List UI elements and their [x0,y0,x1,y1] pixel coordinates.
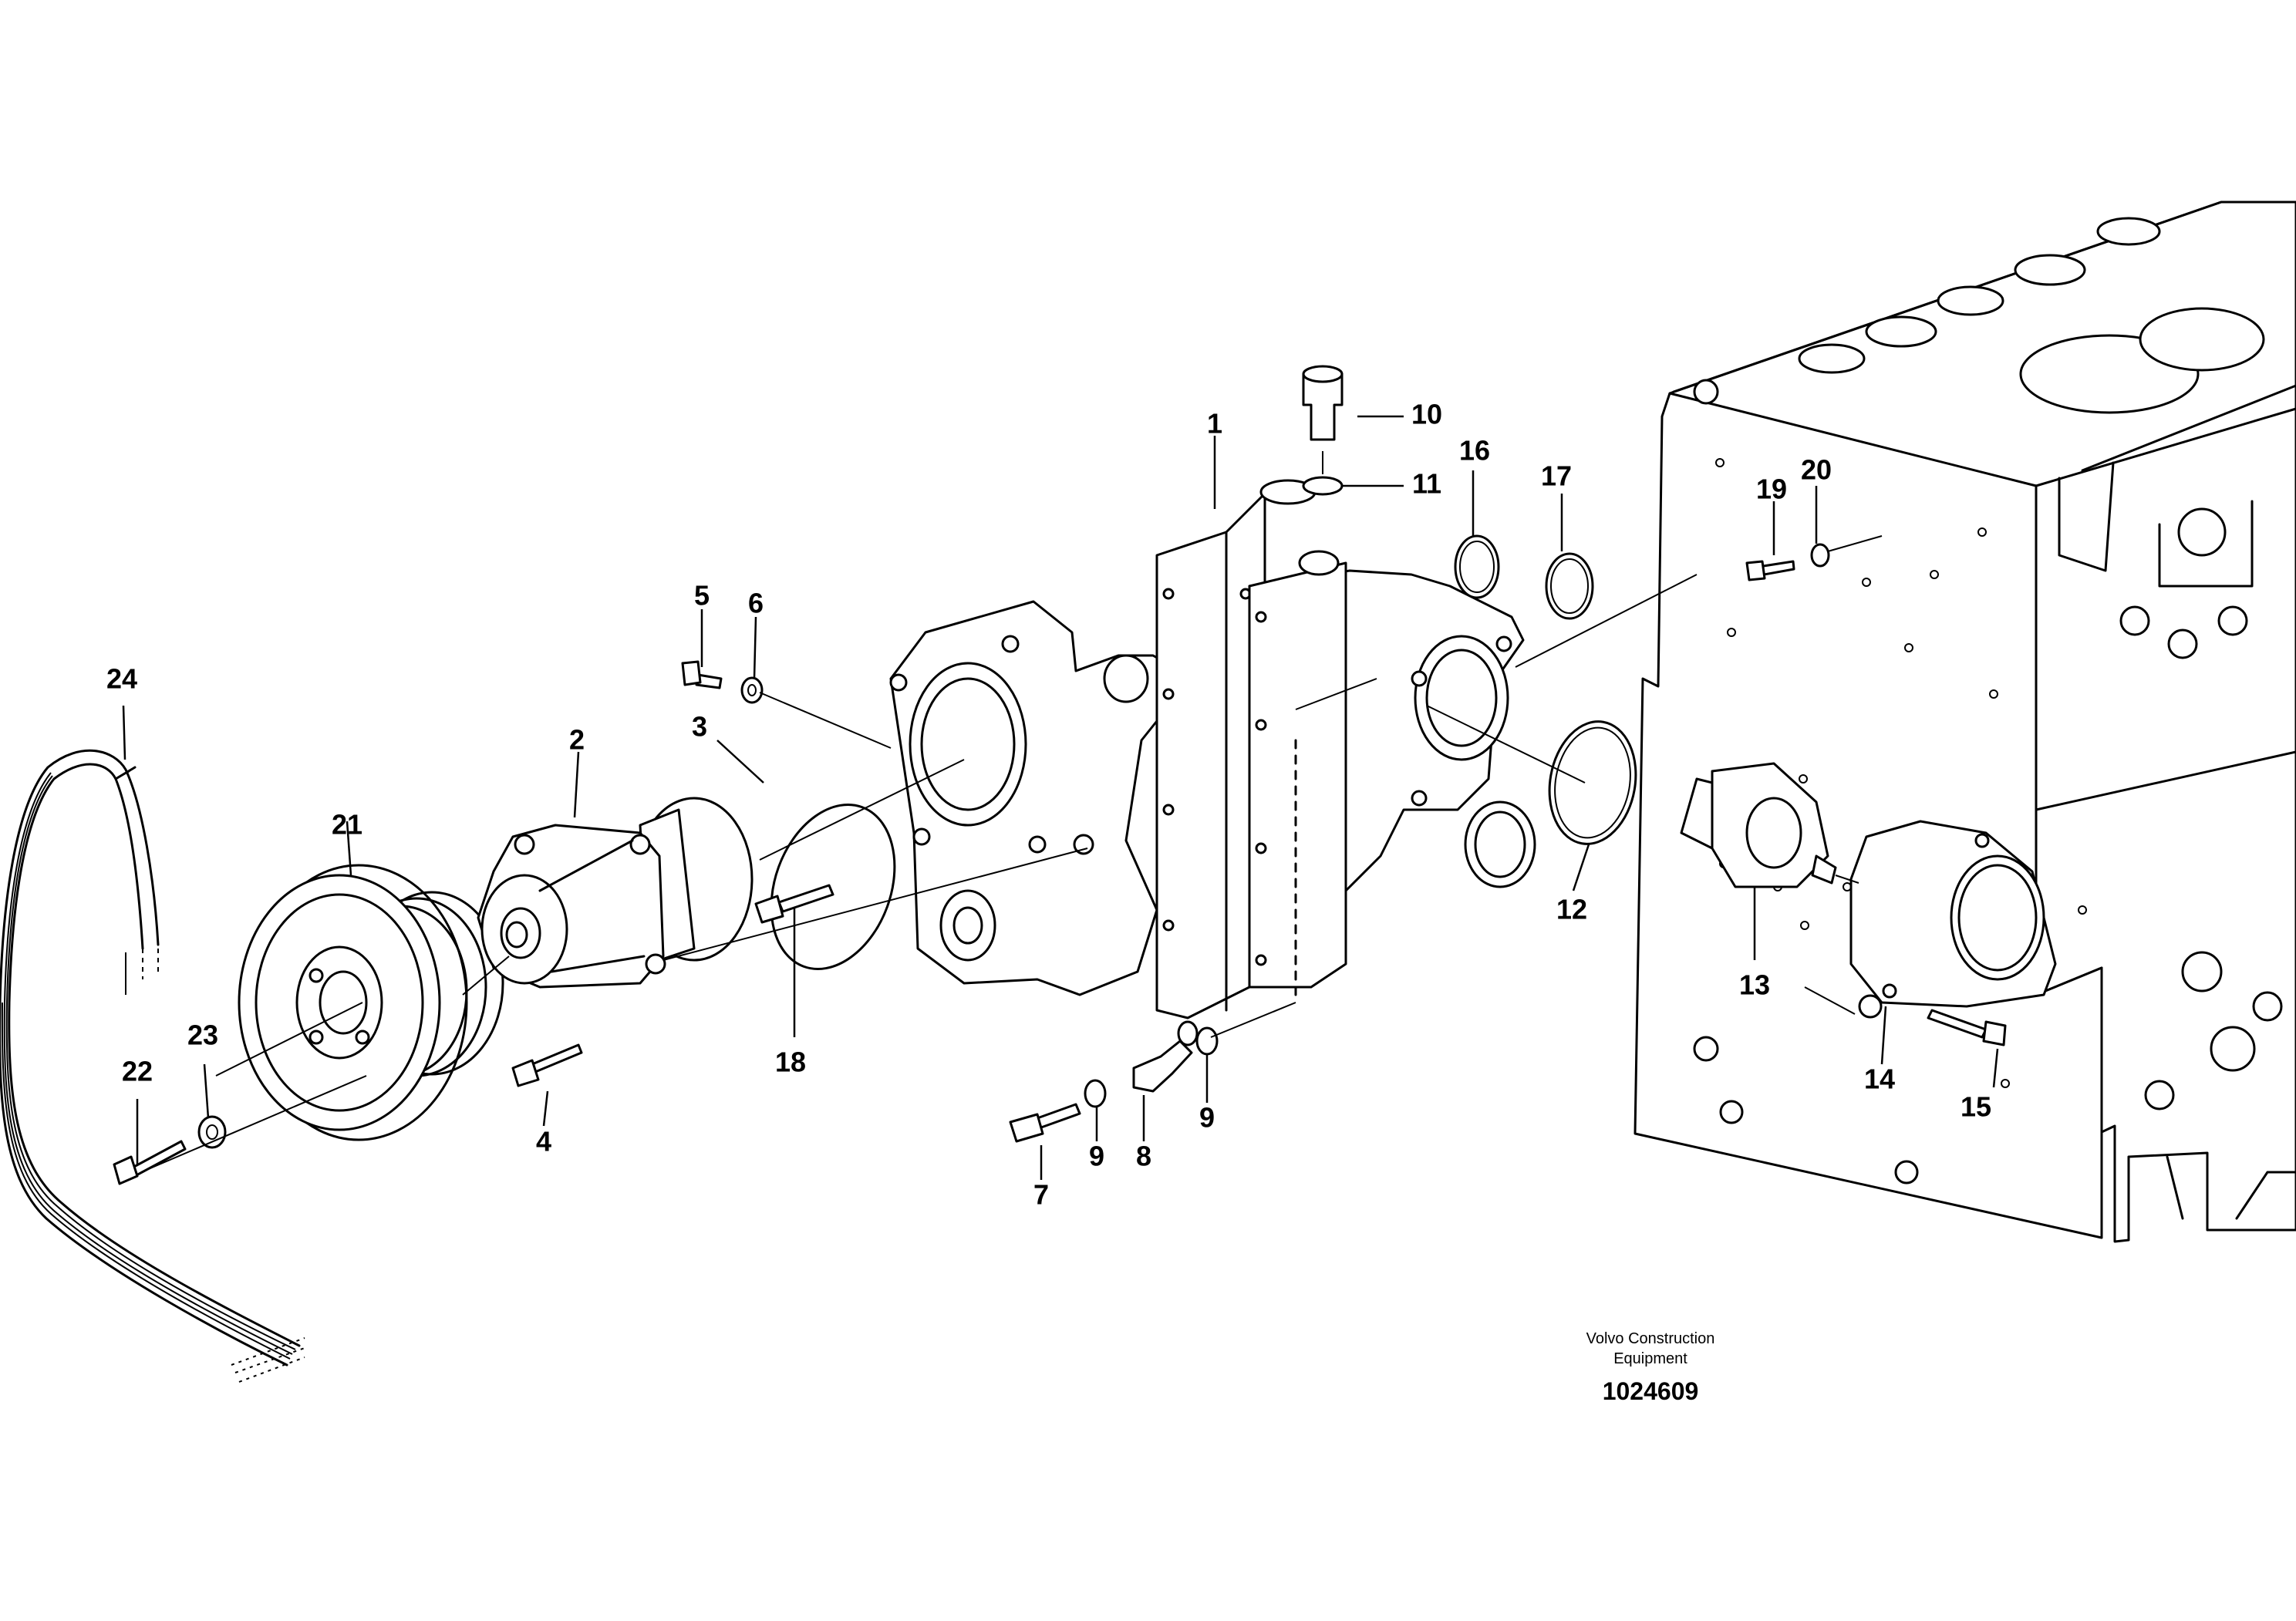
water-pump [477,797,754,989]
housing-cover [1155,479,1317,1019]
seal-ring-16 [1454,534,1500,599]
sealing-ring-12-inner [1554,726,1631,839]
part-label-19: 19 [1756,473,1787,505]
part-label-13: 13 [1739,969,1770,1001]
part-number-labels: 1 2 3 4 5 6 7 8 9 9 10 11 12 13 14 15 16… [106,399,1991,1211]
washer-20 [1810,543,1830,568]
thermostat-cover [1849,820,2057,1008]
seal-ring-17-inner [1550,558,1589,614]
caption-line-1: Volvo Construction [1586,1330,1715,1347]
seal-ring-16-inner [1459,541,1495,593]
bolt-4 [511,1043,583,1087]
plug-10 [1302,365,1344,441]
thermostat-housing [889,600,1182,996]
bolt-15 [1927,1009,2007,1046]
assembly-lines [140,451,1883,1173]
drawing-caption: Volvo Construction Equipment 1024609 [1586,1330,1715,1405]
washer-23 [197,1115,227,1149]
pulley [238,864,504,1141]
thermostat [1680,762,1837,888]
poly-v-belt [0,749,305,1383]
part-label-20: 20 [1801,454,1832,486]
part-label-10: 10 [1411,399,1442,430]
part-label-4: 4 [536,1126,551,1158]
part-label-16: 16 [1459,435,1490,467]
bolt-22 [113,1140,187,1185]
sealing-ring-12 [1548,720,1637,845]
part-label-6: 6 [748,588,764,619]
part-label-3: 3 [692,711,707,743]
bolt-5 [681,660,723,689]
part-label-12: 12 [1556,894,1587,925]
washer-6 [740,676,764,704]
part-label-22: 22 [122,1056,153,1087]
part-label-5: 5 [694,580,710,612]
part-label-9b: 9 [1199,1102,1215,1134]
drawing-number: 1024609 [1603,1377,1699,1405]
caption-line-2: Equipment [1613,1350,1687,1367]
part-label-14: 14 [1864,1063,1895,1095]
part-label-15: 15 [1961,1091,1991,1123]
seal-ring-17 [1545,552,1594,620]
part-label-8: 8 [1136,1141,1151,1172]
part-label-21: 21 [332,809,362,841]
part-label-17: 17 [1541,460,1572,492]
callout-leaders [122,415,1999,1180]
part-label-2: 2 [569,724,585,756]
gasket-plate [1248,550,1347,1004]
part-label-7: 7 [1033,1179,1049,1211]
fitting-8 [1132,1020,1199,1093]
part-label-18: 18 [775,1046,806,1078]
washer-9b [1195,1026,1219,1056]
part-label-11: 11 [1412,468,1441,500]
part-label-1: 1 [1207,408,1222,440]
part-label-24: 24 [106,663,137,695]
bolt-7 [1009,1103,1081,1143]
part-label-9a: 9 [1089,1141,1104,1172]
bolt-18 [754,884,834,924]
washer-9a [1084,1079,1107,1108]
bolt-19 [1745,560,1795,581]
part-label-23: 23 [187,1019,218,1051]
washer-11 [1302,476,1344,496]
o-ring [770,803,896,971]
engine-block [1633,201,2296,1243]
